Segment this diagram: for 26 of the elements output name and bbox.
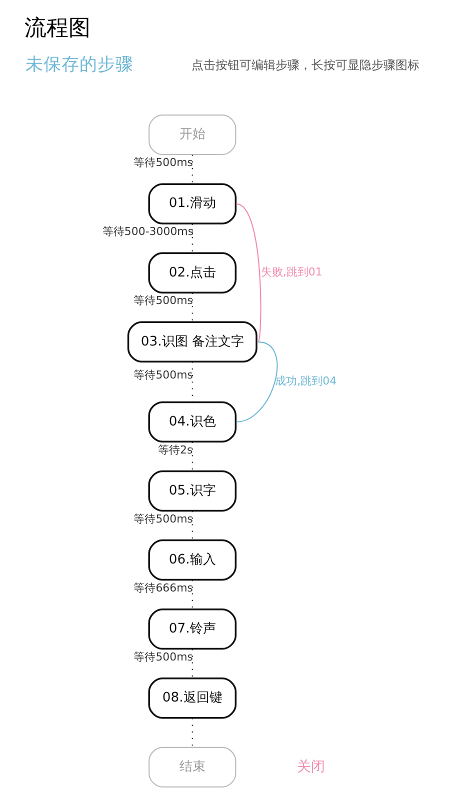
edge-label: 成功,跳到04 (275, 374, 337, 388)
connector (236, 203, 262, 342)
node-box: 05.识字 (148, 470, 237, 512)
node-box: 结束 (148, 746, 236, 788)
edge-label: 等待500ms (134, 650, 193, 664)
node-box: 01.滑动 (148, 183, 237, 224)
node-box: 04.识色 (148, 401, 237, 443)
connector (236, 341, 278, 422)
label: 关闭 (296, 758, 325, 775)
edge-label: 等待500ms (134, 512, 193, 526)
node-box: 02.点击 (148, 252, 237, 294)
edge-label: 等待2s (158, 443, 193, 456)
node-box: 07.铃声 (148, 608, 237, 650)
diagram-title: 流程图 (24, 16, 91, 42)
label: 点击按钮可编辑步骤，长按可显隐步骤图标 (191, 58, 420, 72)
node-box: 开始 (148, 114, 236, 156)
edge-label: 等待500ms (134, 368, 193, 382)
edge-label: 等待500ms (134, 294, 193, 308)
edge-label: 等待500-3000ms (102, 225, 194, 238)
edge-label: 等待500ms (134, 156, 193, 170)
label: 未保存的步骤 (26, 54, 134, 75)
node-box: 08.返回键 (148, 678, 237, 719)
node-box: 06.输入 (148, 539, 237, 581)
edge-label: 失败,跳到01 (260, 266, 322, 279)
edge-label: 等待666ms (134, 581, 193, 594)
node-box: 03.识图 备注文字 (127, 321, 258, 363)
